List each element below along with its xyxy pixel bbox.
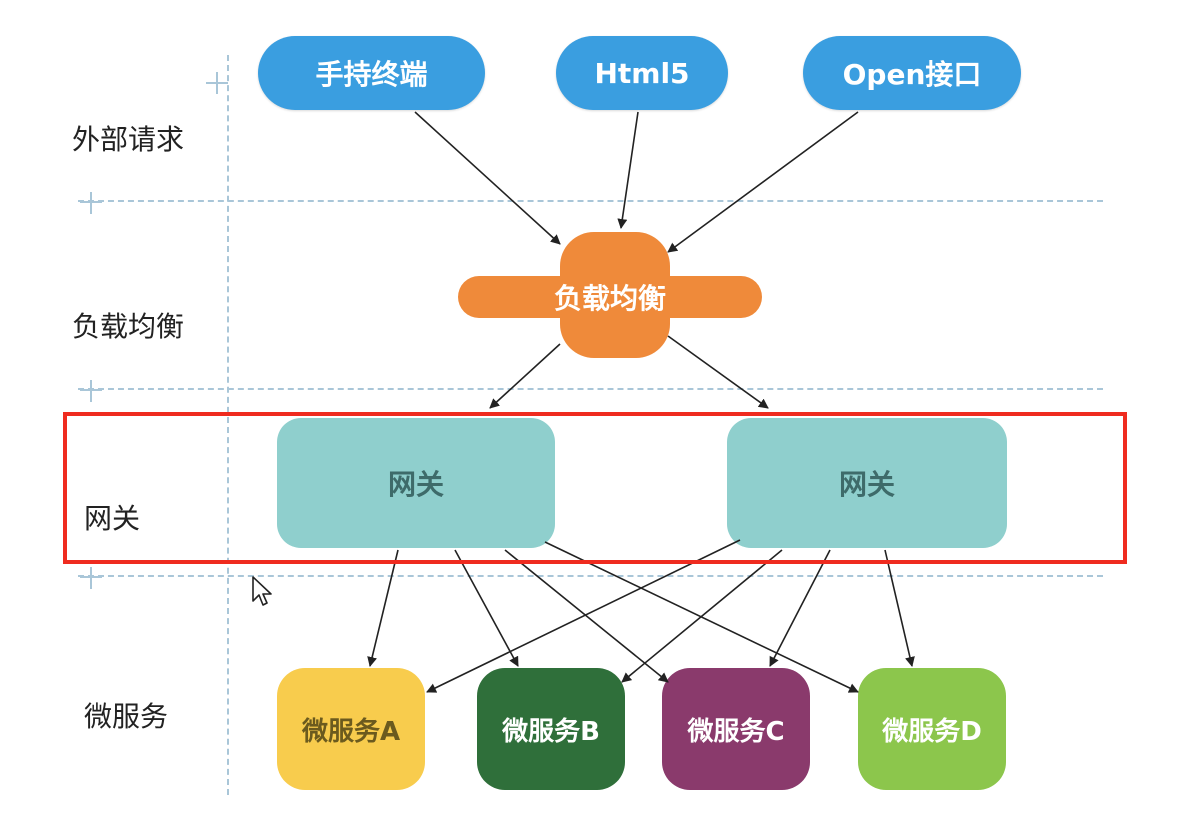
edge-lb-to-gateway-1 [489, 343, 561, 409]
edge-gw2-to-c [769, 549, 831, 667]
load-balancer-label: 负载均衡 [553, 282, 666, 315]
edge-gw2-to-b [621, 549, 783, 683]
gateway-node: 网关 [277, 418, 555, 548]
client-html5-node: Html5 [556, 36, 728, 110]
microservice-a-node: 微服务A [277, 668, 425, 790]
edge-gw1-to-b [454, 549, 519, 667]
divider-lb-gateway [78, 388, 1103, 390]
edge-lb-to-gateway-2 [667, 335, 769, 409]
axis-tick [206, 82, 228, 84]
axis-tick [90, 192, 92, 214]
layer-label-microservice: 微服务 [84, 700, 169, 733]
gateway-layer-highlight [63, 412, 1127, 564]
client-handheld-node: 手持终端 [258, 36, 485, 110]
axis-tick [90, 567, 92, 589]
client-open-api-node: Open接口 [803, 36, 1021, 110]
microservice-d-node: 微服务D [858, 668, 1006, 790]
divider-external-lb [78, 200, 1103, 202]
layer-label-load-balance: 负载均衡 [72, 310, 185, 343]
divider-gateway-services [78, 575, 1103, 577]
microservice-c-node: 微服务C [662, 668, 810, 790]
vertical-axis-line [227, 55, 229, 795]
edge-gw2-to-a [426, 539, 741, 693]
layer-label-gateway: 网关 [84, 502, 141, 535]
microservice-b-node: 微服务B [477, 668, 625, 790]
axis-tick [90, 380, 92, 402]
mouse-cursor-icon [252, 576, 272, 606]
gateway-node: 网关 [727, 418, 1007, 548]
edge-html5-to-lb [617, 111, 639, 229]
layer-label-external: 外部请求 [72, 123, 185, 156]
edge-handheld-to-lb [414, 111, 561, 245]
edge-gw1-to-c [504, 549, 669, 683]
edge-openapi-to-lb [667, 111, 859, 253]
edge-gw2-to-d [884, 549, 915, 667]
edge-gw1-to-a [367, 549, 399, 667]
